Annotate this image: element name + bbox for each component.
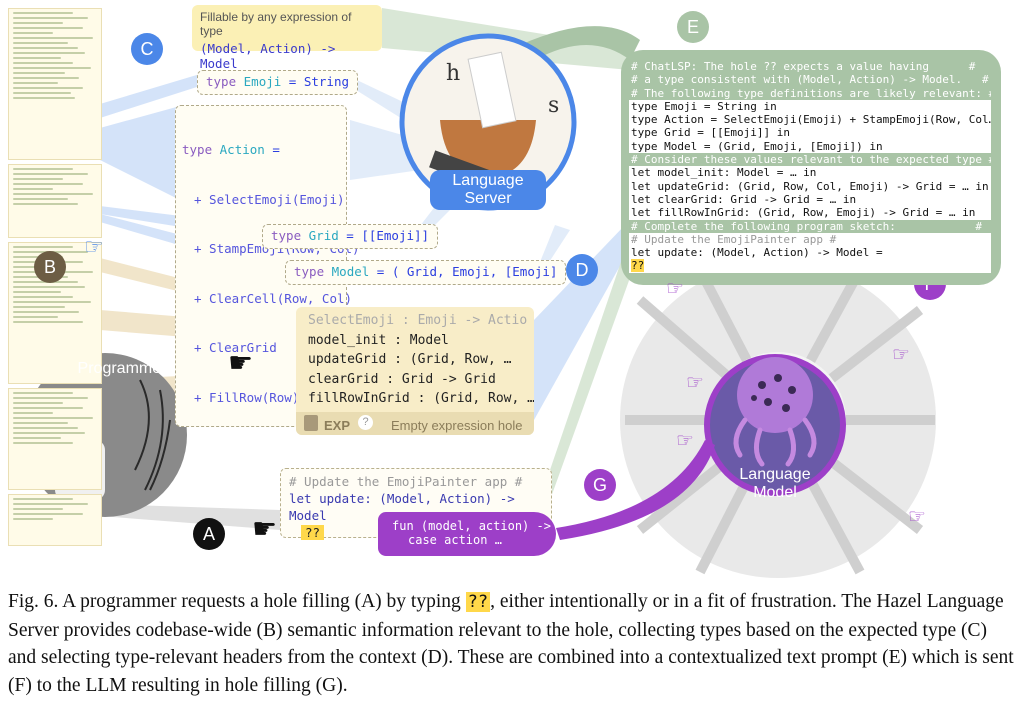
prompt-line: ?? [629, 259, 991, 273]
type-emoji-snippet: type Emoji = String [197, 70, 359, 95]
badge-c: C [131, 33, 163, 65]
language-model-label: Language Model [730, 466, 820, 502]
server-paper [467, 51, 517, 129]
green-beam-sketch [550, 250, 640, 500]
prompt-line: let model_init: Model = … in [629, 166, 991, 180]
expected-type-note: Fillable by any expression of type (Mode… [192, 5, 382, 71]
prompt-line: # Consider these values relevant to the … [631, 153, 991, 167]
llm-output-line: fun (model, action) -> [392, 519, 551, 533]
suggestion-item[interactable]: fillRowInGrid : (Grid, Row, … [308, 391, 534, 406]
type-name: Emoji [243, 74, 282, 89]
llm-creature-eyes [751, 374, 796, 412]
prompt-line: # Complete the following program sketch:… [631, 219, 982, 233]
language-model-line2: Model [753, 484, 797, 501]
action-ctor: + SelectEmoji(Emoji) [194, 191, 345, 207]
suggestion-item[interactable]: updateGrid : (Grid, Row, … [308, 352, 512, 367]
badge-g: G [584, 469, 616, 501]
pointing-hand-icon: ☞ [666, 278, 684, 300]
type-body: = ( Grid, Emoji, [Emoji] [369, 264, 558, 279]
chatlsp-prompt: # ChatLSP: The hole ?? expects a value h… [621, 50, 1001, 285]
suggestion-item[interactable]: clearGrid : Grid -> Grid [308, 371, 496, 387]
llm-output-line: case action … [408, 533, 502, 547]
prompt-line: let clearGrid: Grid -> Grid = … in [629, 192, 991, 207]
grey-beam-a [100, 504, 280, 530]
type-name: Grid [308, 228, 339, 243]
pointing-hand-icon: ☞ [908, 506, 926, 528]
language-model-line1: Language [739, 466, 811, 483]
blue-beam-emoji [100, 74, 200, 118]
prompt-hole: ?? [631, 259, 645, 273]
language-server-line2: Server [464, 190, 512, 207]
purple-arc-g [556, 440, 715, 540]
prompt-line: type Emoji = String in [629, 99, 991, 114]
pointing-hand-icon: ☞ [892, 344, 910, 366]
sketch-comment: # Update the EmojiPainter app # [289, 474, 523, 489]
keyword: type [294, 264, 325, 279]
llm-tentacles [733, 417, 817, 467]
caption-hole: ?? [465, 592, 491, 612]
llm-creature [737, 357, 813, 433]
blue-beam-action [100, 106, 180, 200]
code-thumbnail-2 [8, 164, 102, 238]
type-name: Action [219, 142, 265, 157]
figure-caption: Fig. 6. A programmer requests a hole fil… [8, 588, 1018, 699]
language-server-line1: Language [452, 172, 524, 189]
language-server-label: Language Server [430, 170, 546, 210]
prompt-line: type Action = SelectEmoji(Emoji) + Stamp… [629, 113, 991, 127]
suggestion-item[interactable]: model_init : Model [308, 332, 449, 348]
prompt-line: # a type consistent with (Model, Action)… [631, 73, 989, 87]
expression-hole-popup: SelectEmoji : Emoji -> Actio model_init … [296, 307, 534, 435]
prompt-line: let updateGrid: (Grid, Row, Col, Emoji) … [629, 179, 991, 193]
type-body: = String [281, 74, 350, 89]
prompt-line: let update: (Model, Action) -> Model = [629, 246, 991, 260]
code-thumbnail-1 [8, 8, 102, 160]
badge-a: A [193, 518, 225, 550]
help-icon: ? [358, 415, 373, 430]
prompt-line: # ChatLSP: The hole ?? expects a value h… [631, 60, 976, 73]
blue-beam-d [534, 225, 640, 420]
pointing-hand-icon: ☞ [686, 372, 704, 394]
programmer-cables [134, 379, 171, 491]
type-model-snippet: type Model = ( Grid, Emoji, [Emoji] [285, 260, 567, 285]
programmer-label: Programmer [77, 360, 167, 377]
green-arc-e [520, 26, 640, 60]
type-body: = [[Emoji]] [338, 228, 430, 243]
action-ctor: + ClearGrid [194, 340, 277, 355]
badge-e: E [677, 11, 709, 43]
caption-part-2: , either intentionally or in a fit of fr… [8, 591, 1014, 696]
pointing-hand-icon: ☞ [676, 430, 694, 452]
suggestion-item[interactable]: SelectEmoji : Emoji -> Actio [308, 313, 528, 328]
expected-type-caption: Fillable by any expression of type [200, 10, 352, 38]
keyword: type [182, 142, 213, 157]
badge-b: B [34, 251, 66, 283]
expected-type-signature: (Model, Action) -> Model [200, 41, 336, 71]
sketch-let-line: let update: (Model, Action) -> Model [289, 491, 515, 523]
hole-icon [304, 415, 318, 431]
hole-info-bar: EXP ? Empty expression hole [296, 412, 534, 435]
hole-filling-output: fun (model, action) -> case action … [378, 512, 556, 556]
action-ctor: + ClearCell(Row, Col) [194, 290, 353, 306]
prompt-line: type Grid = [[Emoji]] in [629, 126, 991, 140]
sketch-hole[interactable]: ?? [301, 525, 325, 540]
pointing-hand-icon: ☛ [228, 347, 254, 378]
prompt-line: # Update the EmojiPainter app # [629, 232, 991, 247]
type-name: Model [331, 264, 370, 279]
badge-d: D [566, 254, 598, 286]
code-thumbnail-5 [8, 494, 102, 546]
hole-description: Empty expression hole [391, 418, 523, 433]
code-thumbnail-4 [8, 388, 102, 490]
caption-part-1: Fig. 6. A programmer requests a hole fil… [8, 591, 466, 612]
type-equals: = [264, 142, 280, 157]
prompt-line: # The following type definitions are lik… [631, 86, 991, 100]
exp-label: EXP [324, 418, 351, 433]
pointing-hand-icon: ☞ [84, 234, 104, 259]
keyword: type [206, 74, 237, 89]
prompt-line: let fillRowInGrid: (Grid, Row, Emoji) ->… [629, 206, 991, 220]
server-letter-h: h [446, 61, 460, 86]
keyword: type [271, 228, 302, 243]
server-letter-s: s [548, 93, 559, 118]
pointing-hand-icon: ☛ [252, 513, 278, 544]
prompt-line: type Model = (Grid, Emoji, [Emoji]) in [629, 139, 991, 154]
type-grid-snippet: type Grid = [[Emoji]] [262, 224, 439, 249]
